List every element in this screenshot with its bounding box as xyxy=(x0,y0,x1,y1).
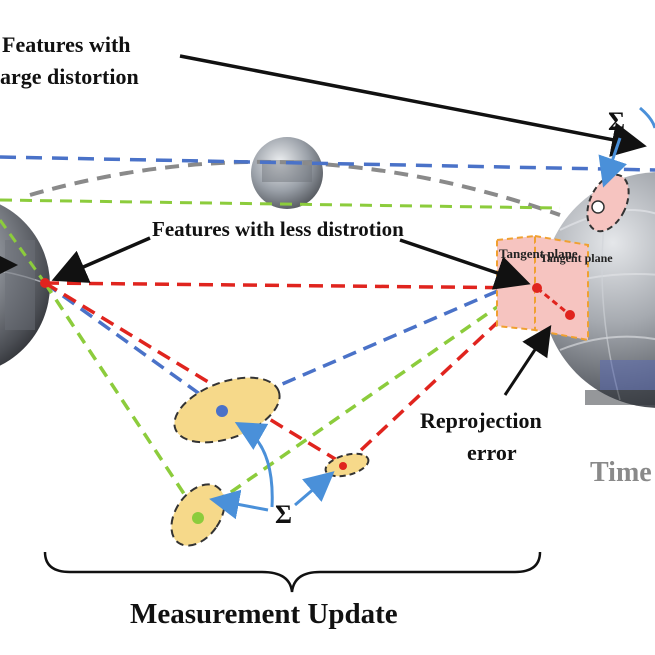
measurement-brace xyxy=(43,551,542,593)
label-reprojection-2: error xyxy=(467,440,517,465)
sigma-top-arrow-2 xyxy=(639,106,655,129)
blue-ray-left-down xyxy=(43,281,224,412)
label-features-large-2: arge distortion xyxy=(0,64,139,89)
arrow-less-distortion-left xyxy=(51,236,151,283)
ellipse-red-feature xyxy=(324,452,370,478)
green-dashed-top-line xyxy=(0,198,561,210)
arrow-large-distortion xyxy=(179,54,647,157)
arrow-less-distortion-right xyxy=(399,238,531,290)
ellipse-green-feature xyxy=(170,483,226,547)
label-sigma-bottom: Σ xyxy=(275,500,292,529)
arrow-reprojection xyxy=(503,324,552,396)
red-ray-left-down xyxy=(44,281,346,467)
green-ray-upper-left xyxy=(0,219,47,284)
large-distortion-ellipse xyxy=(586,173,630,233)
sigma-arrow-to-red xyxy=(294,471,335,507)
label-features-less: Features with less distrotion xyxy=(152,217,404,241)
green-ray-up-right xyxy=(197,303,501,517)
label-tangent-plane-2: Tangent plane xyxy=(540,251,613,265)
sigma-arrow-to-blue xyxy=(234,422,274,508)
label-features-large-1: Features with xyxy=(2,32,131,57)
sigma-top-arrow xyxy=(598,137,627,188)
red-ray-up-right xyxy=(343,318,502,467)
left-feature-point xyxy=(40,278,50,288)
green-ray-left-down xyxy=(43,282,200,516)
red-ray-horizontal xyxy=(44,281,536,290)
blue-dashed-top-line xyxy=(0,155,655,172)
label-sigma-top: Σ xyxy=(608,107,625,136)
right-sphere xyxy=(542,172,655,408)
label-measurement-update: Measurement Update xyxy=(130,598,398,630)
middle-sphere xyxy=(251,137,323,209)
label-time: Time xyxy=(590,457,652,488)
label-tangent-plane-1: Tangent plane xyxy=(499,246,578,261)
sigma-arrow-to-green xyxy=(209,489,269,520)
ellipse-blue-feature xyxy=(173,376,281,444)
label-reprojection-1: Reprojection xyxy=(420,408,542,433)
